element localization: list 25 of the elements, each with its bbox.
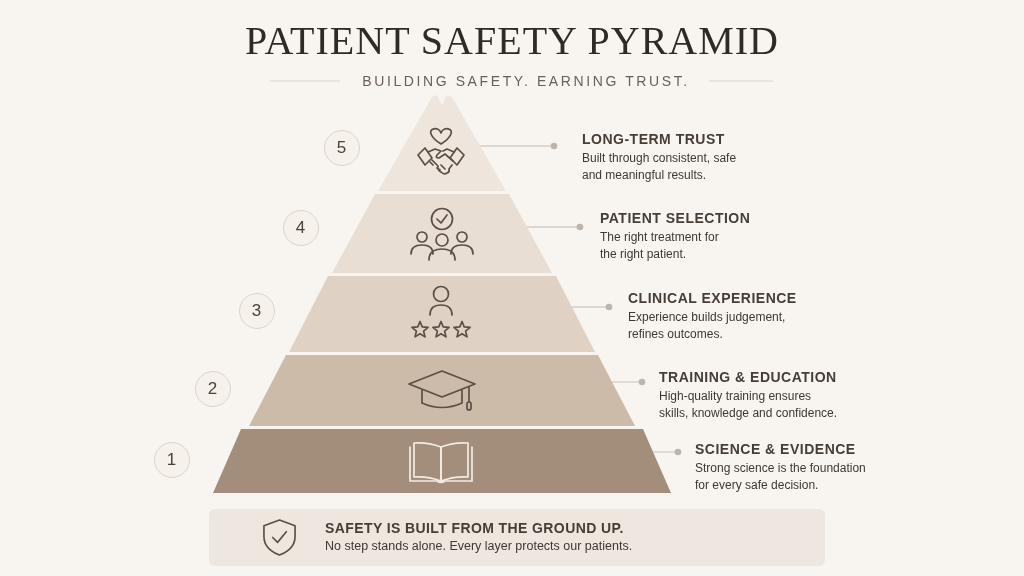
leader-line — [652, 448, 682, 456]
layer-description: High-quality training ensures skills, knowledge and confidence. — [659, 388, 839, 422]
layer-title: CLINICAL EXPERIENCE — [628, 289, 797, 307]
layer-description: Built through consistent, safe and meaningful results. — [582, 150, 738, 184]
summary-banner — [209, 509, 825, 566]
leader-line — [571, 303, 613, 311]
step-number: 5 — [323, 129, 360, 166]
title: PATIENT SAFETY PYRAMID — [245, 17, 779, 65]
leader-line — [526, 223, 584, 231]
step-number: 2 — [194, 370, 231, 407]
banner-text: No step stands alone. Every layer protects our patients. — [325, 538, 633, 555]
step-number: 4 — [282, 209, 319, 246]
layer-description: The right treatment for the right patient. — [600, 229, 720, 263]
layer-title: PATIENT SELECTION — [600, 209, 751, 227]
layer-description: Experience builds judgement, refines outcomes. — [628, 309, 787, 343]
leader-line — [611, 378, 646, 386]
layer-title: LONG-TERM TRUST — [582, 130, 725, 148]
subtitle: BUILDING SAFETY. EARNING TRUST. — [362, 72, 690, 90]
layer-title: TRAINING & EDUCATION — [659, 368, 837, 386]
step-number: 1 — [153, 441, 190, 478]
layer-title: SCIENCE & EVIDENCE — [695, 440, 856, 458]
banner-title: SAFETY IS BUILT FROM THE GROUND UP. — [325, 519, 624, 537]
leader-line — [479, 142, 558, 150]
step-number: 3 — [238, 292, 275, 329]
layer-description: Strong science is the foundation for every safe decision. — [695, 460, 867, 494]
